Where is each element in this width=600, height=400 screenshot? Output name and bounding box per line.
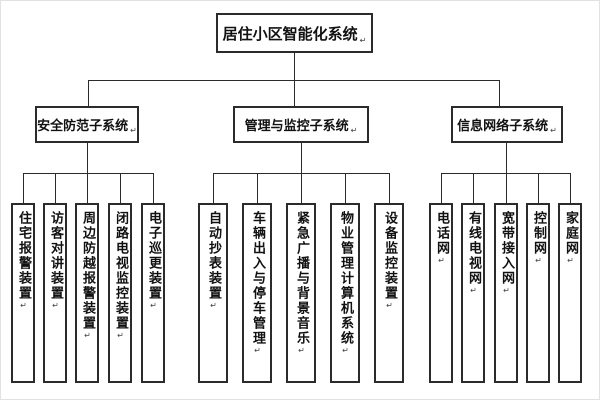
leaf-node-label: 电子巡更装置	[146, 211, 161, 301]
connector-drop	[88, 80, 89, 106]
return-mark: ↵	[341, 346, 350, 357]
return-mark: ↵	[297, 346, 306, 357]
connector-drop	[538, 173, 539, 203]
leaf-node-label: 宽带接入网	[499, 211, 514, 286]
leaf-node-label: 电话网	[434, 211, 449, 256]
leaf-node-cctv-monitoring: 闭路电视监控装置↵	[108, 203, 132, 383]
connector-drop	[120, 173, 121, 203]
connector-branch2-rail	[213, 173, 390, 174]
leaf-node-label: 家庭网	[563, 211, 578, 256]
branch-node-management-monitoring: 管理与监控子系统 ↵	[233, 106, 369, 143]
connector-drop	[389, 173, 390, 203]
leaf-node-label: 闭路电视监控装置	[113, 211, 128, 331]
leaf-node-label: 车辆出入与停车管理	[250, 211, 265, 346]
return-mark: ↵	[116, 331, 125, 342]
leaf-node-vehicle-parking-management: 车辆出入与停车管理↵	[242, 203, 272, 383]
connector-drop	[213, 173, 214, 203]
leaf-node-label: 有线电视网	[466, 211, 481, 286]
leaf-node-telephone-network: 电话网↵	[429, 203, 453, 383]
leaf-node-label: 设备监控装置	[382, 211, 397, 301]
leaf-node-label: 物业管理计算机系统	[338, 211, 353, 346]
connector-branch1-rail	[23, 173, 154, 174]
leaf-node-label: 访客对讲装置	[48, 211, 63, 301]
branch-node-information-network: 信息网络子系统 ↵	[451, 106, 563, 143]
return-mark: ↵	[83, 331, 92, 342]
leaf-node-equipment-monitoring: 设备监控装置↵	[374, 203, 404, 383]
return-mark: ↵	[437, 256, 446, 267]
leaf-node-broadband-access-network: 宽带接入网↵	[494, 203, 518, 383]
connector-drop	[294, 80, 295, 106]
connector-drop	[55, 173, 56, 203]
leaf-node-perimeter-alarm: 周边防越报警装置↵	[75, 203, 99, 383]
leaf-node-label: 控制网	[531, 211, 546, 256]
branch-node-label: 信息网络子系统	[457, 119, 549, 134]
connector-drop	[23, 173, 24, 203]
connector-branch3-rail	[441, 173, 571, 174]
connector-root-stem	[294, 53, 295, 80]
leaf-node-visitor-intercom: 访客对讲装置↵	[43, 203, 67, 383]
return-mark: ↵	[209, 301, 218, 312]
leaf-node-cable-tv-network: 有线电视网↵	[461, 203, 485, 383]
return-mark: ↵	[253, 346, 262, 357]
connector-drop	[473, 173, 474, 203]
branch-node-label: 安全防范子系统	[37, 119, 129, 134]
connector-drop	[345, 173, 346, 203]
return-mark: ↵	[550, 126, 557, 135]
leaf-node-property-management-computer: 物业管理计算机系统↵	[330, 203, 360, 383]
return-mark: ↵	[19, 301, 28, 312]
return-mark: ↵	[469, 286, 478, 297]
return-mark: ↵	[130, 126, 137, 135]
return-mark: ↵	[51, 301, 60, 312]
connector-drop	[570, 173, 571, 203]
branch-node-security: 安全防范子系统 ↵	[35, 106, 139, 143]
leaf-node-control-network: 控制网↵	[526, 203, 550, 383]
return-mark: ↵	[350, 126, 358, 135]
leaf-node-label: 住宅报警装置	[16, 211, 31, 301]
return-mark: ↵	[502, 286, 511, 297]
root-node-label: 居住小区智能化系统	[222, 24, 358, 43]
leaf-node-emergency-broadcast-music: 紧急广播与背景音乐↵	[286, 203, 316, 383]
return-mark: ↵	[149, 301, 158, 312]
root-node-residential-intelligent-system: 居住小区智能化系统 ↵	[216, 13, 373, 53]
connector-drop	[499, 80, 500, 106]
leaf-node-residential-alarm: 住宅报警装置↵	[11, 203, 35, 383]
return-mark: ↵	[359, 36, 367, 45]
leaf-node-home-network: 家庭网↵	[558, 203, 582, 383]
leaf-node-electronic-patrol: 电子巡更装置↵	[141, 203, 165, 383]
connector-drop	[441, 173, 442, 203]
leaf-node-label: 周边防越报警装置	[80, 211, 95, 331]
return-mark: ↵	[566, 256, 575, 267]
connector-drop	[153, 173, 154, 203]
return-mark: ↵	[534, 256, 543, 267]
leaf-node-label: 自动抄表装置	[206, 211, 221, 301]
leaf-node-auto-meter-reading: 自动抄表装置↵	[198, 203, 228, 383]
branch-node-label: 管理与监控子系统	[244, 119, 349, 134]
return-mark: ↵	[385, 301, 394, 312]
leaf-node-label: 紧急广播与背景音乐	[294, 211, 309, 346]
connector-drop	[257, 173, 258, 203]
